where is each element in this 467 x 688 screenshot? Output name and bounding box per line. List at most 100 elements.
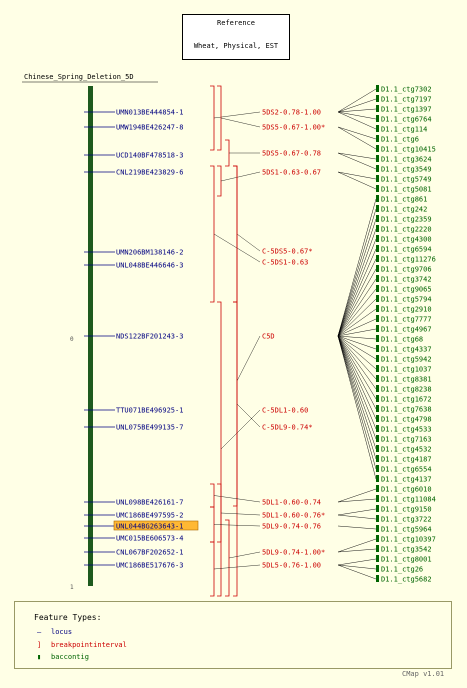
contig-item[interactable]: D1.1_ctg6 <box>376 135 419 144</box>
contig-label[interactable]: D1.1_ctg1397 <box>381 106 432 114</box>
contig-item[interactable]: D1.1_ctg4532 <box>376 445 432 454</box>
contig-item[interactable]: D1.1_ctg861 <box>376 195 427 204</box>
contig-item[interactable]: D1.1_ctg6594 <box>376 245 432 254</box>
contig-label[interactable]: D1.1_ctg3624 <box>381 156 432 164</box>
contig-label[interactable]: D1.1_ctg114 <box>381 126 427 134</box>
contig-item[interactable]: D1.1_ctg7777 <box>376 315 432 324</box>
locus-row[interactable]: UMC186BE517676-3 <box>84 562 183 570</box>
contig-label[interactable]: D1.1_ctg242 <box>381 206 427 214</box>
contig-item[interactable]: D1.1_ctg1037 <box>376 365 432 374</box>
interval-label[interactable]: C-5DS5-0.67* <box>262 248 313 256</box>
interval-label[interactable]: 5DS5-0.67-1.00* <box>262 124 325 132</box>
contig-label[interactable]: D1.1_ctg3542 <box>381 546 432 554</box>
interval-label[interactable]: 5DS1-0.63-0.67 <box>262 169 321 177</box>
contig-item[interactable]: D1.1_ctg68 <box>376 335 423 344</box>
contig-label[interactable]: D1.1_ctg1672 <box>381 396 432 404</box>
contig-label[interactable]: D1.1_ctg4533 <box>381 426 432 434</box>
contig-item[interactable]: D1.1_ctg4187 <box>376 455 432 464</box>
locus-label[interactable]: UCD140BF478518-3 <box>116 152 183 160</box>
interval-label[interactable]: C-5DL1-0.60 <box>262 407 308 415</box>
locus-label[interactable]: TTU071BE496925-1 <box>116 407 183 415</box>
contig-label[interactable]: D1.1_ctg2910 <box>381 306 432 314</box>
locus-row[interactable]: UMW194BE426247-8 <box>84 124 183 132</box>
locus-row[interactable]: CNL067BF202652-1 <box>84 549 183 557</box>
breakpoint-interval[interactable]: C-5DL9-0.74* <box>233 301 313 507</box>
contig-item[interactable]: D1.1_ctg5682 <box>376 575 432 584</box>
contig-item[interactable]: D1.1_ctg9706 <box>376 265 432 274</box>
contig-label[interactable]: D1.1_ctg8238 <box>381 386 432 394</box>
interval-label[interactable]: C-5DL9-0.74* <box>262 424 313 432</box>
contig-label[interactable]: D1.1_ctg68 <box>381 336 423 344</box>
contig-item[interactable]: D1.1_ctg5081 <box>376 185 432 194</box>
interval-label[interactable]: 5DL1-0.60-0.76* <box>262 512 325 520</box>
contig-label[interactable]: D1.1_ctg4798 <box>381 416 432 424</box>
contig-item[interactable]: D1.1_ctg5964 <box>376 525 432 534</box>
interval-label[interactable]: 5DL9-0.74-1.00* <box>262 549 325 557</box>
contig-item[interactable]: D1.1_ctg8001 <box>376 555 432 564</box>
contig-label[interactable]: D1.1_ctg6594 <box>381 246 432 254</box>
contig-label[interactable]: D1.1_ctg4532 <box>381 446 432 454</box>
breakpoint-interval[interactable]: C-5DS5-0.67* <box>233 165 313 303</box>
interval-label[interactable]: 5DL1-0.60-0.74 <box>262 499 321 507</box>
locus-row[interactable]: TTU071BE496925-1 <box>84 407 183 415</box>
locus-label[interactable]: NDS122BF201243-3 <box>116 333 183 341</box>
contig-label[interactable]: D1.1_ctg6764 <box>381 116 432 124</box>
contig-item[interactable]: D1.1_ctg7197 <box>376 95 432 104</box>
contig-item[interactable]: D1.1_ctg242 <box>376 205 427 214</box>
contig-label[interactable]: D1.1_ctg4967 <box>381 326 432 334</box>
reference-box[interactable]: Reference Wheat, Physical, EST <box>182 14 290 60</box>
locus-label[interactable]: UNL098BE426161-7 <box>116 499 183 507</box>
contig-item[interactable]: D1.1_ctg7638 <box>376 405 432 414</box>
breakpoint-interval[interactable]: 5DS5-0.67-0.78 <box>225 139 321 167</box>
locus-label[interactable]: CNL067BF202652-1 <box>116 549 183 557</box>
map-title[interactable]: Chinese_Spring_Deletion_5D <box>24 73 134 81</box>
contig-item[interactable]: D1.1_ctg4300 <box>376 235 432 244</box>
contig-item[interactable]: D1.1_ctg5794 <box>376 295 432 304</box>
contig-label[interactable]: D1.1_ctg5942 <box>381 356 432 364</box>
contig-label[interactable]: D1.1_ctg5682 <box>381 576 432 584</box>
contig-item[interactable]: D1.1_ctg4337 <box>376 345 432 354</box>
locus-row[interactable]: UNL044BG263643-1 <box>84 520 199 531</box>
contig-item[interactable]: D1.1_ctg26 <box>376 565 423 574</box>
contig-item[interactable]: D1.1_ctg5749 <box>376 175 432 184</box>
contig-item[interactable]: D1.1_ctg4137 <box>376 475 432 484</box>
contig-label[interactable]: D1.1_ctg7638 <box>381 406 432 414</box>
contig-label[interactable]: D1.1_ctg4187 <box>381 456 432 464</box>
contig-item[interactable]: D1.1_ctg3549 <box>376 165 432 174</box>
breakpoint-interval[interactable]: C-5DL1-0.60 <box>217 301 308 597</box>
contig-label[interactable]: D1.1_ctg8381 <box>381 376 432 384</box>
contig-label[interactable]: D1.1_ctg6 <box>381 136 419 144</box>
locus-row[interactable]: CNL219BE423829-6 <box>84 169 183 177</box>
contig-label[interactable]: D1.1_ctg4300 <box>381 236 432 244</box>
contig-item[interactable]: D1.1_ctg8381 <box>376 375 432 384</box>
contig-label[interactable]: D1.1_ctg3742 <box>381 276 432 284</box>
contig-item[interactable]: D1.1_ctg2910 <box>376 305 432 314</box>
locus-row[interactable]: UMN013BE444854-1 <box>84 109 183 117</box>
contig-label[interactable]: D1.1_ctg3722 <box>381 516 432 524</box>
contig-item[interactable]: D1.1_ctg9065 <box>376 285 432 294</box>
contig-item[interactable]: D1.1_ctg5942 <box>376 355 432 364</box>
breakpoint-interval[interactable]: 5DL1-0.60-0.76* <box>217 483 325 543</box>
locus-label[interactable]: UMN013BE444854-1 <box>116 109 183 117</box>
locus-label[interactable]: UMC186BE497595-2 <box>116 512 183 520</box>
interval-label[interactable]: C-5DS1-0.63 <box>262 259 308 267</box>
contig-label[interactable]: D1.1_ctg5749 <box>381 176 432 184</box>
interval-label[interactable]: 5DL5-0.76-1.00 <box>262 562 321 570</box>
contig-label[interactable]: D1.1_ctg9706 <box>381 266 432 274</box>
contig-item[interactable]: D1.1_ctg6010 <box>376 485 432 494</box>
breakpoint-interval[interactable]: C-5DS1-0.63 <box>210 165 308 303</box>
interval-label[interactable]: 5DL9-0.74-0.76 <box>262 523 321 531</box>
locus-label[interactable]: UMN206BM138146-2 <box>116 249 183 257</box>
contig-label[interactable]: D1.1_ctg8001 <box>381 556 432 564</box>
contig-label[interactable]: D1.1_ctg1037 <box>381 366 432 374</box>
contig-label[interactable]: D1.1_ctg4137 <box>381 476 432 484</box>
contig-item[interactable]: D1.1_ctg114 <box>376 125 427 134</box>
interval-label[interactable]: C5D <box>262 333 275 341</box>
contig-label[interactable]: D1.1_ctg6010 <box>381 486 432 494</box>
locus-row[interactable]: UNL075BE499135-7 <box>84 424 183 432</box>
locus-row[interactable]: UMC186BE497595-2 <box>84 512 183 520</box>
contig-item[interactable]: D1.1_ctg4533 <box>376 425 432 434</box>
contig-item[interactable]: D1.1_ctg3742 <box>376 275 432 284</box>
contig-label[interactable]: D1.1_ctg2220 <box>381 226 432 234</box>
contig-item[interactable]: D1.1_ctg3722 <box>376 515 432 524</box>
